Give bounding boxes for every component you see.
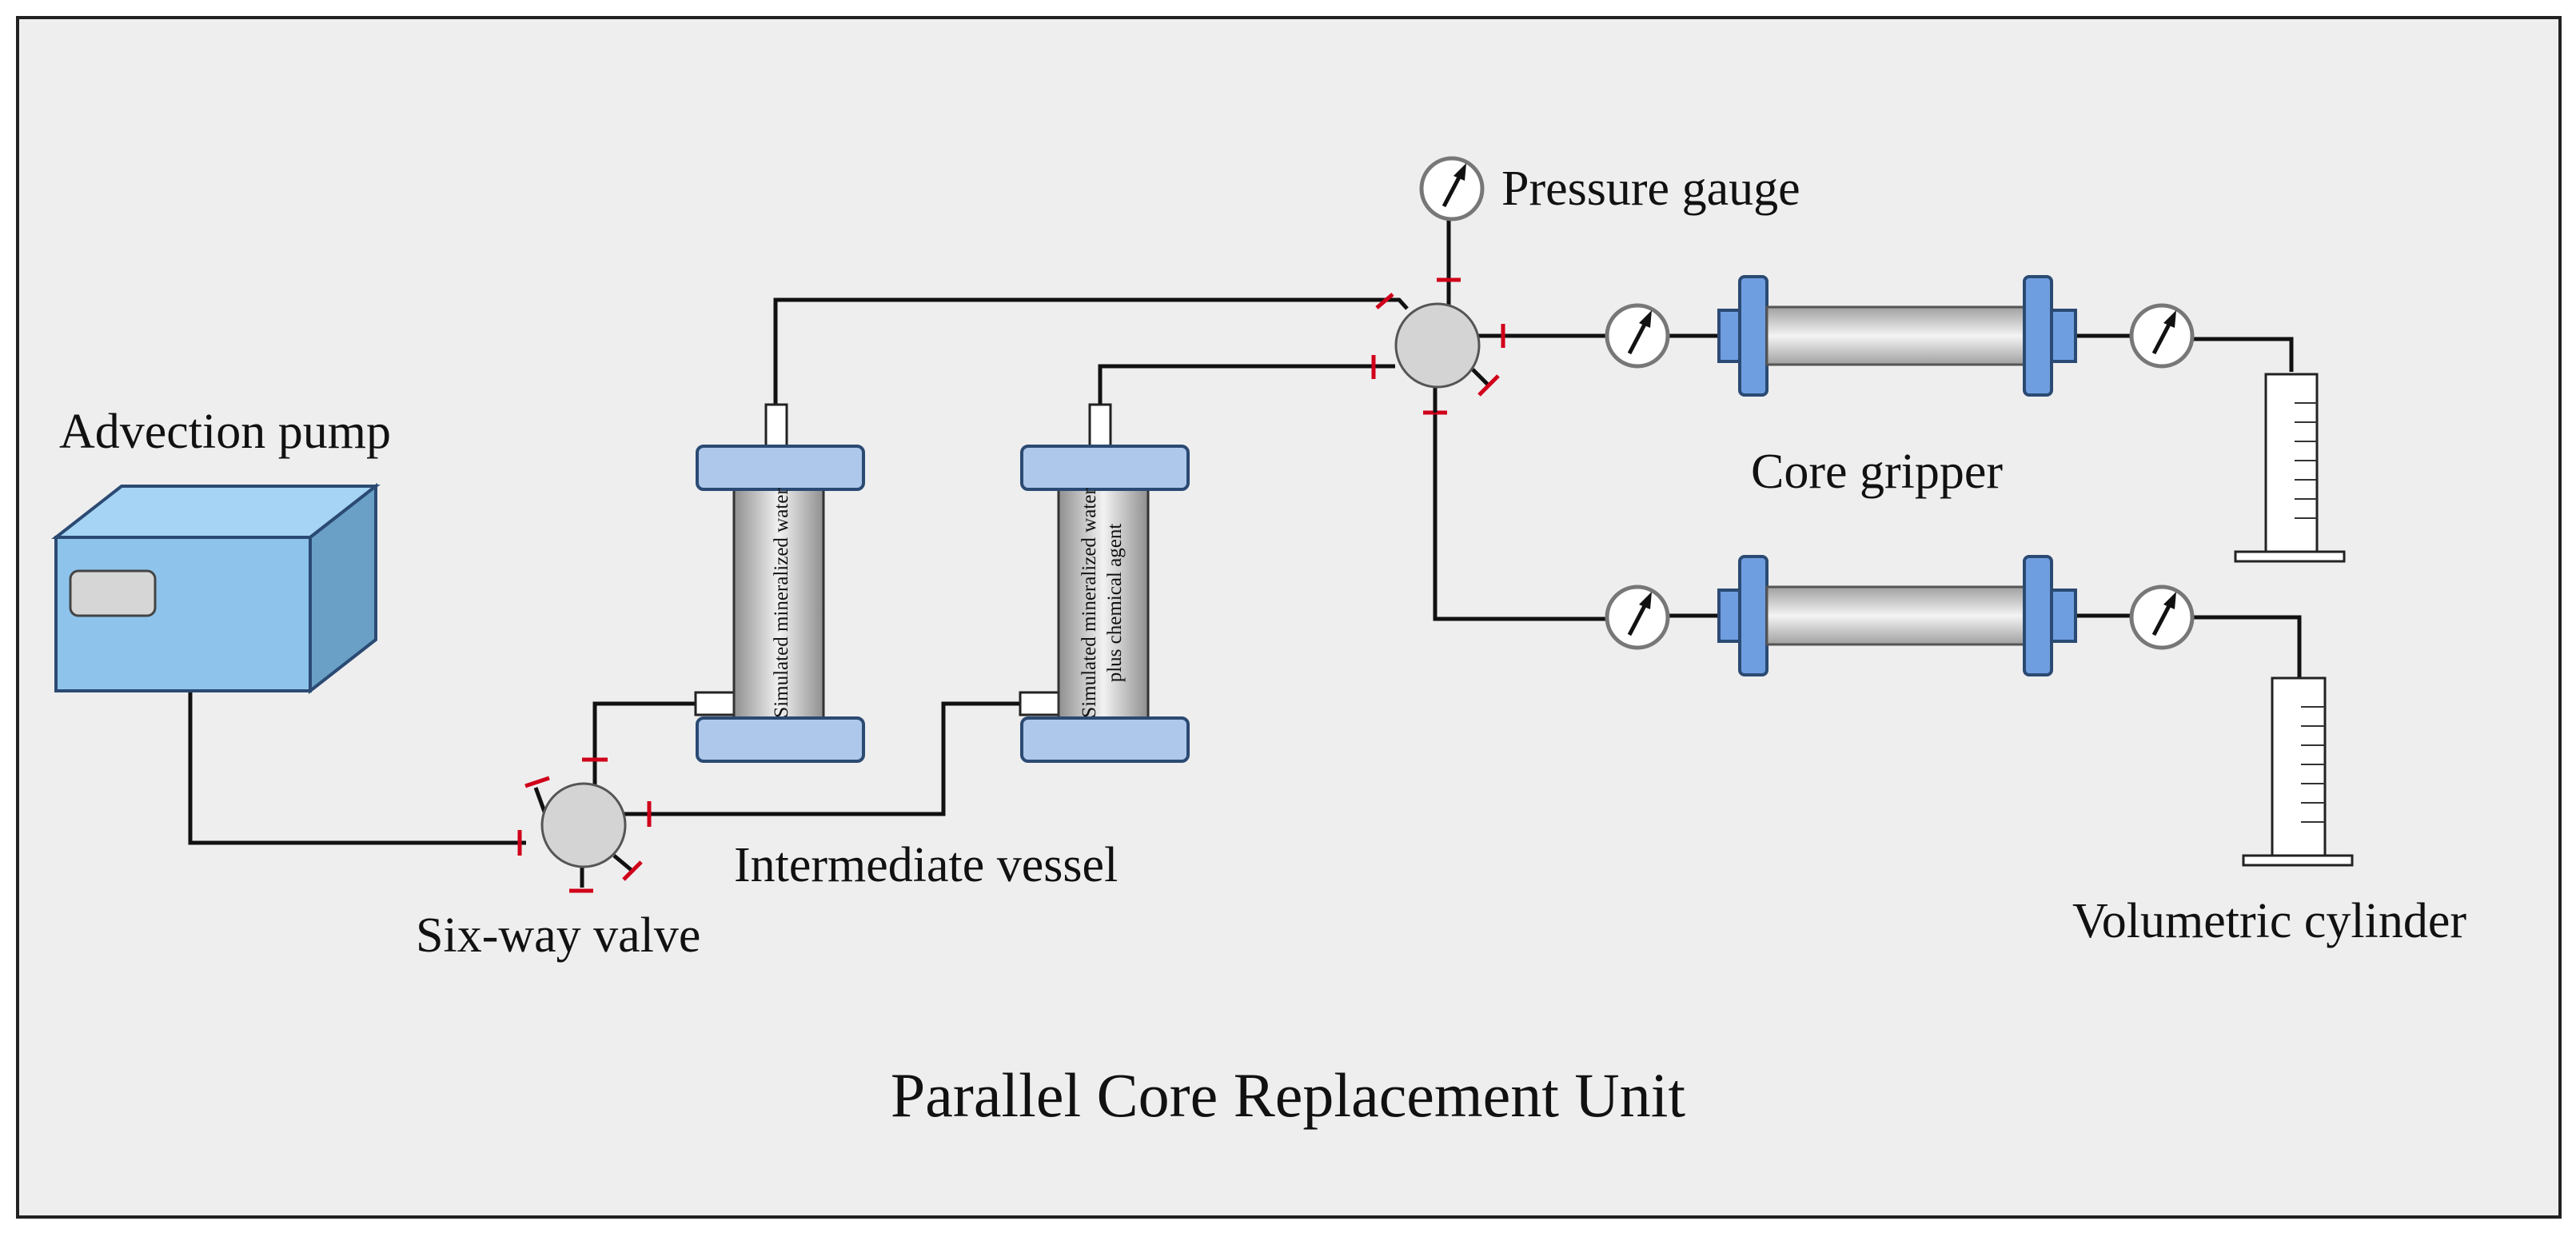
volumetric-cylinder-lower bbox=[2242, 676, 2354, 867]
vessel-agent-label-line1: Simulated mineralized water bbox=[1079, 488, 1100, 718]
pressure-gauge-label: Pressure gauge bbox=[1501, 162, 1800, 216]
vessel-agent-label-line2: plus chemical agent bbox=[1104, 524, 1126, 683]
core-gripper-upper bbox=[1605, 275, 2195, 397]
volumetric-cylinder-upper bbox=[2234, 373, 2346, 563]
advection-pump bbox=[51, 482, 381, 695]
pressure-gauge-top bbox=[1419, 156, 1485, 221]
pipe-network bbox=[188, 221, 2302, 845]
six-way-valve-label: Six-way valve bbox=[416, 908, 700, 963]
six-way-valve bbox=[517, 757, 652, 893]
intermediate-vessel-agent bbox=[1019, 403, 1190, 763]
vessel-water-label: Simulated mineralized water bbox=[771, 488, 792, 718]
diagram-caption: Parallel Core Replacement Unit bbox=[891, 1060, 1685, 1130]
pump-display bbox=[69, 569, 157, 617]
core-gripper-label: Core gripper bbox=[1751, 445, 2003, 499]
intermediate-vessel-label: Intermediate vessel bbox=[734, 838, 1118, 892]
top-valve bbox=[1371, 277, 1505, 415]
advection-pump-label: Advection pump bbox=[59, 405, 391, 459]
core-gripper-lower bbox=[1605, 555, 2195, 676]
volumetric-cylinder-label: Volumetric cylinder bbox=[2072, 894, 2466, 948]
intermediate-vessel-water bbox=[694, 403, 865, 763]
